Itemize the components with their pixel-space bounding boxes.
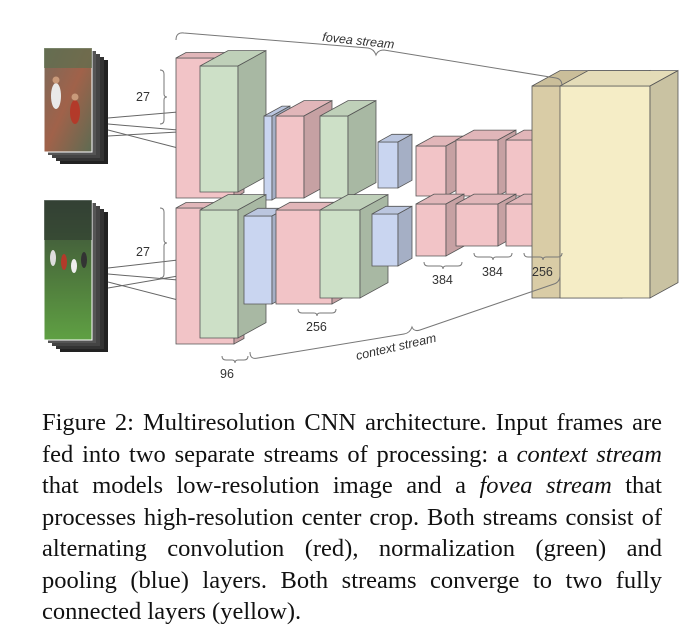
context-input-frames <box>43 199 108 352</box>
svg-text:256: 256 <box>532 265 553 279</box>
fc-layer-2 <box>559 69 679 299</box>
figure-number: Figure 2: <box>42 409 134 436</box>
context-pool2 <box>371 205 413 267</box>
fovea-stream-label: fovea stream <box>322 30 395 51</box>
filter-label-256-context: 256 <box>297 308 337 334</box>
filter-label-384-a: 384 <box>423 261 463 287</box>
caption-text-part2: that models low-resolution image and a <box>42 472 480 499</box>
svg-text:96: 96 <box>220 367 234 381</box>
fovea-input-frames <box>43 47 108 164</box>
fovea-input-size-label: 27 <box>136 69 168 125</box>
fovea-stream-brace: fovea stream <box>175 30 563 87</box>
context-stream-term: context stream <box>516 440 662 468</box>
fovea-norm2 <box>319 99 377 199</box>
filter-label-384-b: 384 <box>473 252 513 279</box>
context-input-size-label: 27 <box>136 207 168 279</box>
caption-text-part1: Multiresolution CNN architecture. Input … <box>42 409 662 468</box>
svg-text:384: 384 <box>432 273 453 287</box>
cnn-architecture-diagram: 27 27 fovea stream context stream 96 256… <box>43 30 679 381</box>
fovea-stream-layers <box>175 49 567 201</box>
fovea-pool2 <box>377 133 413 189</box>
context-input-lines <box>107 259 179 301</box>
fovea-norm1 <box>199 49 267 193</box>
caption-text-part3: that processes high-resolution center cr… <box>42 472 662 625</box>
fully-connected-layers <box>531 69 679 299</box>
filter-label-256-fc: 256 <box>523 252 563 279</box>
context-stream-layers <box>175 193 567 345</box>
filter-label-96: 96 <box>220 355 249 381</box>
svg-text:27: 27 <box>136 245 150 259</box>
fovea-stream-term: fovea stream <box>479 472 612 499</box>
fovea-input-lines <box>107 111 179 149</box>
figure-caption: Figure 2: Multiresolution CNN architectu… <box>42 407 662 628</box>
svg-text:384: 384 <box>482 265 503 279</box>
svg-text:256: 256 <box>306 320 327 334</box>
svg-text:27: 27 <box>136 90 150 104</box>
